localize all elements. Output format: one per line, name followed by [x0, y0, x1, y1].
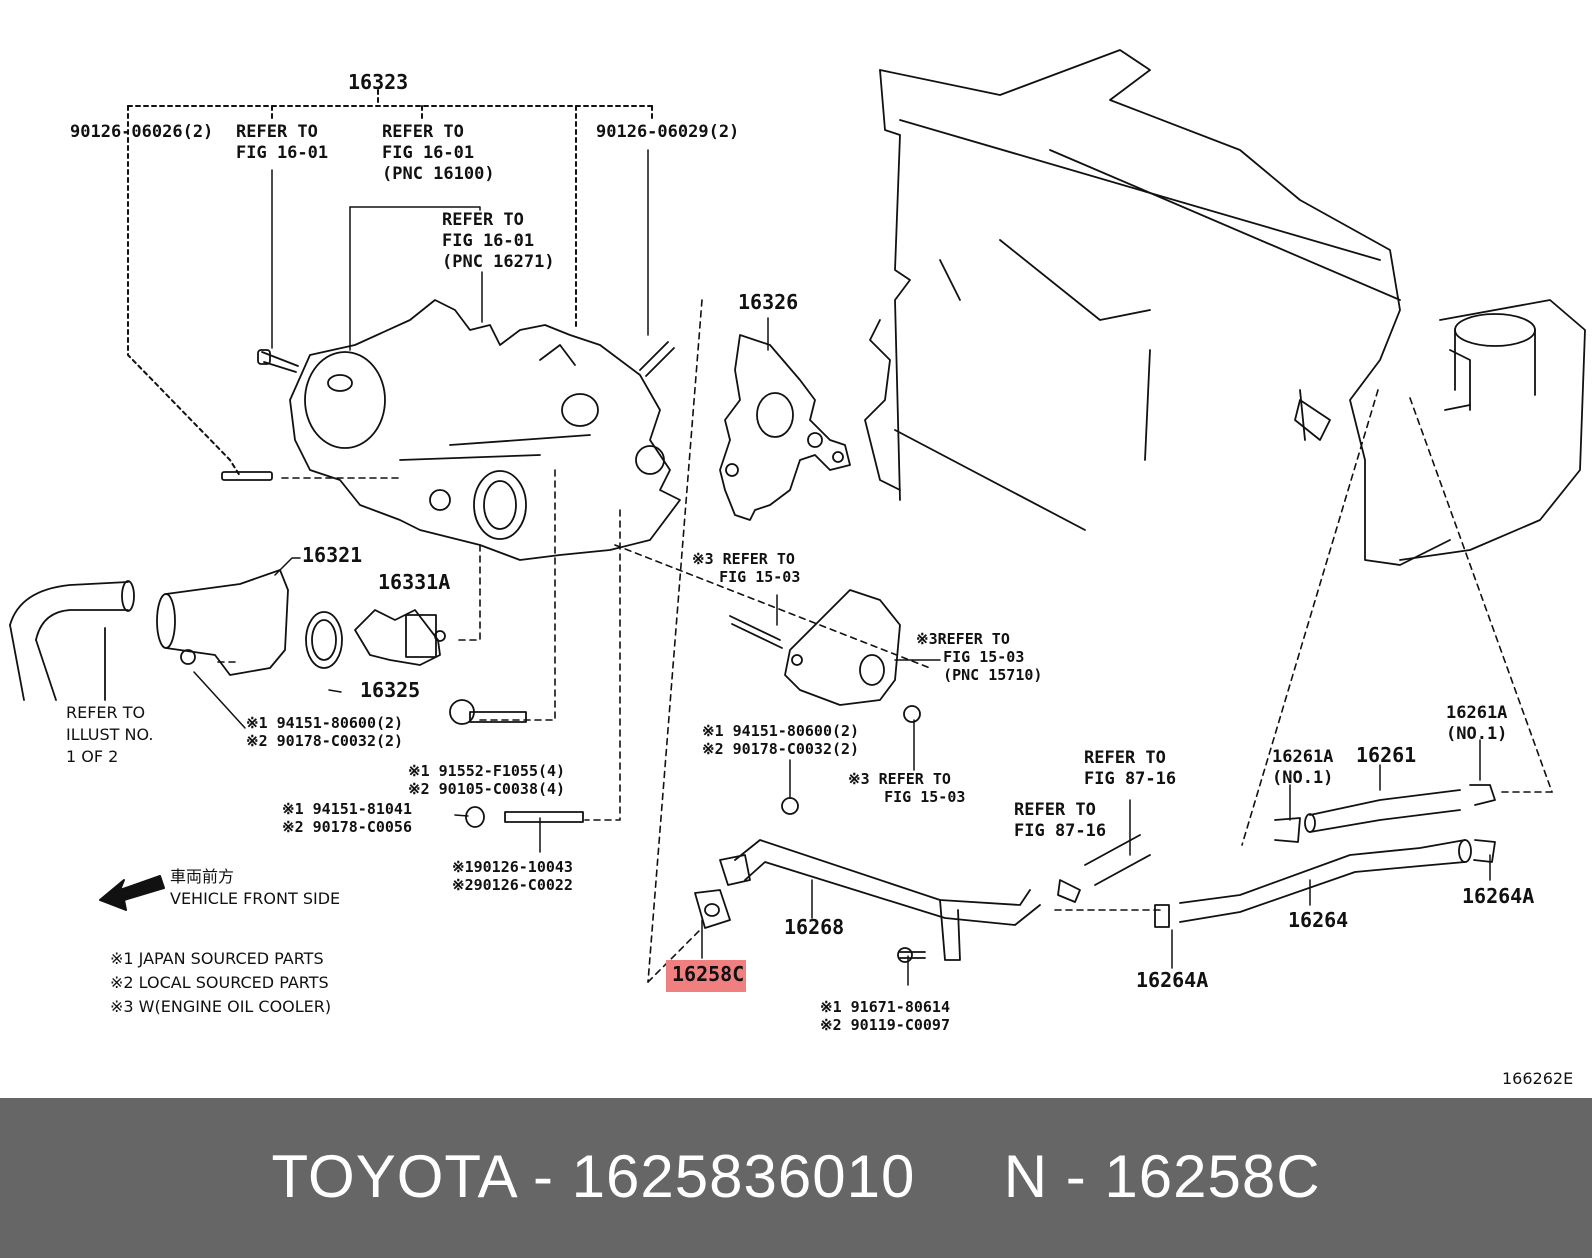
footer-brand: TOYOTA	[271, 1143, 516, 1210]
label-90126-06026: 90126-06026(2)	[70, 122, 214, 142]
label-16326: 16326	[738, 290, 799, 314]
label-16264A-b: 16264A	[1462, 884, 1535, 908]
footer-part-number: 1625836010	[571, 1143, 916, 1210]
thermostat	[354, 609, 446, 666]
footer-bar: TOYOTA - 1625836010 N - 16258C	[0, 1098, 1592, 1258]
direction-jp: 車両前方	[170, 867, 235, 886]
label-90126-06029: 90126-06029(2)	[596, 122, 740, 142]
label-16268: 16268	[784, 915, 845, 939]
label-refer-fig-15-03-b: ※3REFER TO FIG 15-03 (PNC 15710)	[916, 630, 1043, 684]
label-16331A: 16331A	[378, 570, 451, 594]
label-16261A-no1-b: 16261A (NO.1)	[1446, 703, 1508, 744]
label-16261: 16261	[1356, 743, 1417, 767]
legend-item-2: ※2 LOCAL SOURCED PARTS	[110, 973, 329, 992]
leader-lines	[193, 149, 1491, 986]
label-16325: 16325	[360, 678, 421, 702]
water-inlet	[9, 569, 343, 701]
engine-block	[864, 49, 1451, 566]
oil-cooler	[784, 589, 901, 706]
parts-diagram: 16323 90126-06026(2) REFER TO FIG 16-01 …	[9, 49, 1586, 1088]
dashed-boundaries	[217, 299, 1553, 983]
fasteners	[221, 341, 926, 963]
diagram-linework	[9, 49, 1586, 986]
label-bolt-91552: ※1 91552-F1055(4) ※2 90105-C0038(4)	[408, 762, 566, 798]
footer-title: TOYOTA - 1625836010 N - 16258C	[271, 1143, 1321, 1210]
label-16258C: 16258C	[672, 962, 745, 986]
label-refer-fig-87-16-a: REFER TO FIG 87-16	[1084, 748, 1177, 789]
pipe-16268	[694, 839, 1041, 961]
label-refer-fig-15-03-c: ※3 REFER TO FIG 15-03	[848, 770, 966, 806]
gasket-16326	[719, 334, 851, 521]
label-16261A-no1-a: 16261A (NO.1)	[1272, 747, 1334, 788]
label-stud-90126-10043: ※190126-10043 ※290126-C0022	[452, 858, 573, 894]
label-bolt-94151-80600-b: ※1 94151-80600(2) ※2 90178-C0032(2)	[702, 722, 860, 758]
hoses	[1057, 784, 1496, 928]
label-bolt-94151-80600-a: ※1 94151-80600(2) ※2 90178-C0032(2)	[246, 714, 404, 750]
label-refer-fig-15-03-a: ※3 REFER TO FIG 15-03	[692, 550, 801, 586]
label-16264: 16264	[1288, 908, 1349, 932]
label-refer-fig-16-01-a: REFER TO FIG 16-01	[236, 122, 329, 163]
throttle-body	[1294, 299, 1586, 561]
label-16321: 16321	[302, 543, 363, 567]
front-arrow	[99, 875, 165, 911]
label-16323: 16323	[348, 70, 409, 94]
direction-en: VEHICLE FRONT SIDE	[170, 889, 341, 908]
label-bolt-91671: ※1 91671-80614 ※2 90119-C0097	[820, 998, 950, 1034]
highlight-16258C	[666, 960, 746, 992]
legend-item-1: ※1 JAPAN SOURCED PARTS	[110, 949, 324, 968]
bracket-16323	[127, 89, 653, 477]
label-refer-fig-87-16-b: REFER TO FIG 87-16	[1014, 800, 1107, 841]
water-pump	[289, 299, 681, 561]
legend-item-3: ※3 W(ENGINE OIL COOLER)	[110, 997, 332, 1016]
footer-ref-code: 16258C	[1104, 1143, 1321, 1210]
label-bolt-94151-81041: ※1 94151-81041 ※2 90178-C0056	[282, 800, 412, 836]
figure-code: 166262E	[1502, 1069, 1574, 1088]
label-refer-fig-16-01-c: REFER TO FIG 16-01 (PNC 16271)	[442, 210, 555, 272]
footer-ref-prefix: N	[1003, 1143, 1049, 1210]
label-refer-illust: REFER TO ILLUST NO. 1 OF 2	[66, 703, 154, 766]
label-refer-fig-16-01-b: REFER TO FIG 16-01 (PNC 16100)	[382, 122, 495, 184]
label-16264A-a: 16264A	[1136, 968, 1209, 992]
